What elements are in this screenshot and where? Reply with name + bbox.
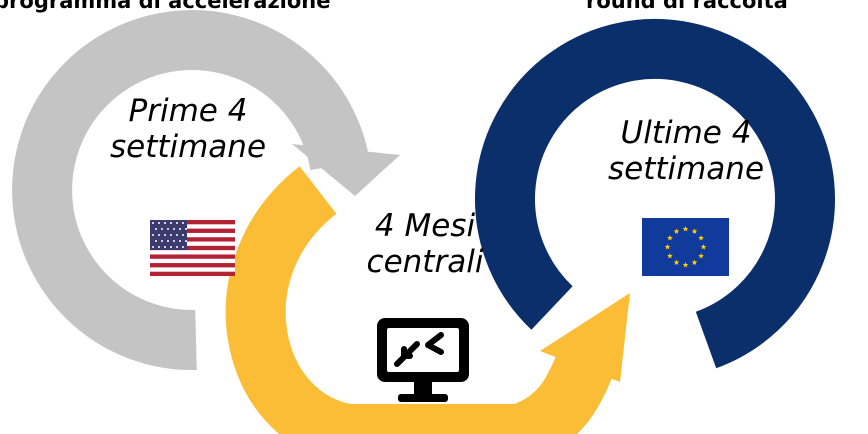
usa-flag-star	[173, 228, 175, 230]
last-phase-label: Ultime 4 settimane	[596, 115, 776, 187]
eu-flag-star	[667, 235, 673, 241]
eu-flag-star	[700, 244, 707, 250]
usa-flag-star	[155, 240, 157, 242]
yellow-arrowhead	[540, 293, 630, 382]
usa-flag-star	[161, 228, 163, 230]
eu-flag-star	[682, 262, 689, 268]
middle-phase-line1: 4 Mesi	[374, 208, 476, 244]
usa-flag-star	[179, 228, 181, 230]
usa-flag-star	[161, 240, 163, 242]
usa-flag-stripe	[150, 220, 235, 225]
eu-flag-star	[698, 253, 704, 259]
eu-flag-star	[698, 235, 704, 241]
usa-flag-star	[152, 234, 154, 236]
right-title: round di raccolta	[586, 0, 788, 13]
usa-flag-stripe	[150, 237, 235, 242]
usa-flag-star	[176, 222, 178, 224]
usa-flag-star	[164, 234, 166, 236]
usa-flag-star	[152, 222, 154, 224]
usa-flag-star	[158, 246, 160, 248]
gray-ring	[12, 10, 370, 371]
usa-flag-star	[185, 240, 187, 242]
usa-flag-star	[170, 222, 172, 224]
usa-flag-star	[179, 240, 181, 242]
eu-flag-star	[667, 253, 673, 259]
eu-flag-star	[664, 244, 671, 250]
first-phase-label: Prime 4 settimane	[98, 93, 278, 165]
first-phase-line1: Prime 4	[128, 93, 248, 129]
usa-flag-star	[155, 228, 157, 230]
navy-ring	[475, 19, 835, 369]
middle-phase-line2: centrali	[366, 244, 484, 280]
usa-flag-star	[164, 222, 166, 224]
left-title: programma di accelerazione	[0, 0, 331, 13]
usa-flag-star	[182, 246, 184, 248]
usa-flag-star	[185, 228, 187, 230]
eu-flag-star	[673, 259, 680, 266]
eu-flag-star	[673, 228, 680, 234]
usa-flag-stripe	[150, 263, 235, 268]
usa-flag-star	[158, 234, 160, 236]
usa-flag-star	[170, 246, 172, 248]
usa-flag-star	[170, 234, 172, 236]
last-phase-line1: Ultime 4	[620, 115, 752, 151]
remote-monitor-icon	[377, 318, 469, 402]
yellow-ring	[225, 166, 621, 434]
usa-flag-star	[158, 222, 160, 224]
eu-flag-star	[682, 226, 689, 232]
usa-flag-star	[173, 240, 175, 242]
usa-flag-stripe	[150, 254, 235, 259]
first-phase-line2: settimane	[109, 129, 267, 165]
usa-flag-star	[167, 240, 169, 242]
usa-flag-star	[176, 246, 178, 248]
usa-flag-star	[182, 234, 184, 236]
last-phase-line2: settimane	[607, 151, 765, 187]
usa-flag-stripe	[150, 228, 235, 233]
eu-flag-star	[691, 259, 698, 266]
usa-flag-star	[167, 228, 169, 230]
usa-flag-star	[182, 222, 184, 224]
usa-flag-star	[164, 246, 166, 248]
gray-arrowhead	[292, 144, 400, 196]
usa-flag-stripe	[150, 271, 235, 276]
middle-phase-label: 4 Mesi centrali	[335, 208, 515, 280]
usa-flag-star	[176, 234, 178, 236]
usa-flag-star	[152, 246, 154, 248]
eu-flag-icon	[642, 218, 729, 276]
usa-flag-stripe	[150, 245, 235, 251]
eu-flag-star	[691, 228, 698, 234]
usa-flag-icon	[150, 220, 235, 276]
